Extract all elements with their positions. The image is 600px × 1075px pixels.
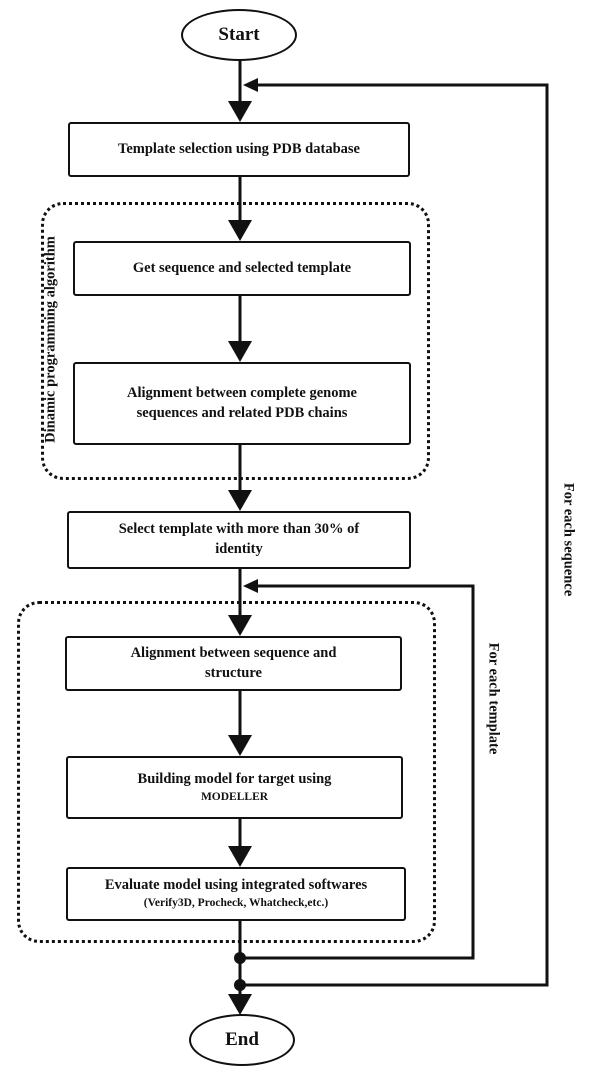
group-model-building xyxy=(17,601,436,943)
step-alignment-genome: Alignment between complete genome sequen… xyxy=(73,362,411,445)
step-building-model: Building model for target using MODELLER xyxy=(66,756,403,819)
step-alignment-structure: Alignment between sequence and structure xyxy=(65,636,402,691)
loop-each-sequence xyxy=(240,83,549,987)
loop-template-arrowhead xyxy=(243,579,258,593)
loop-sequence-arrowhead xyxy=(243,78,258,92)
evaluate-tools-text: (Verify3D, Procheck, Whatcheck,etc.) xyxy=(143,897,329,910)
junction-template xyxy=(234,952,246,964)
loop-each-template xyxy=(240,584,475,960)
junction-sequence xyxy=(234,979,246,991)
loop-label-each-sequence: For each sequence xyxy=(560,482,577,597)
step-get-sequence: Get sequence and selected template xyxy=(73,241,411,296)
step-evaluate-model: Evaluate model using integrated software… xyxy=(66,867,406,921)
evaluate-text: Evaluate model using integrated software… xyxy=(104,877,368,894)
end-terminal: End xyxy=(189,1014,295,1066)
start-terminal: Start xyxy=(181,9,297,61)
group-dynamic-programming xyxy=(41,202,430,480)
step-template-selection: Template selection using PDB database xyxy=(68,122,410,177)
building-model-text: Building model for target using xyxy=(137,770,332,787)
loop-label-each-template: For each template xyxy=(485,642,502,755)
step-select-template: Select template with more than 30% of id… xyxy=(67,511,411,569)
modeller-text: MODELLER xyxy=(200,790,269,803)
group-label-dynamic-programming: Dinamic programming algorithm xyxy=(42,236,59,443)
